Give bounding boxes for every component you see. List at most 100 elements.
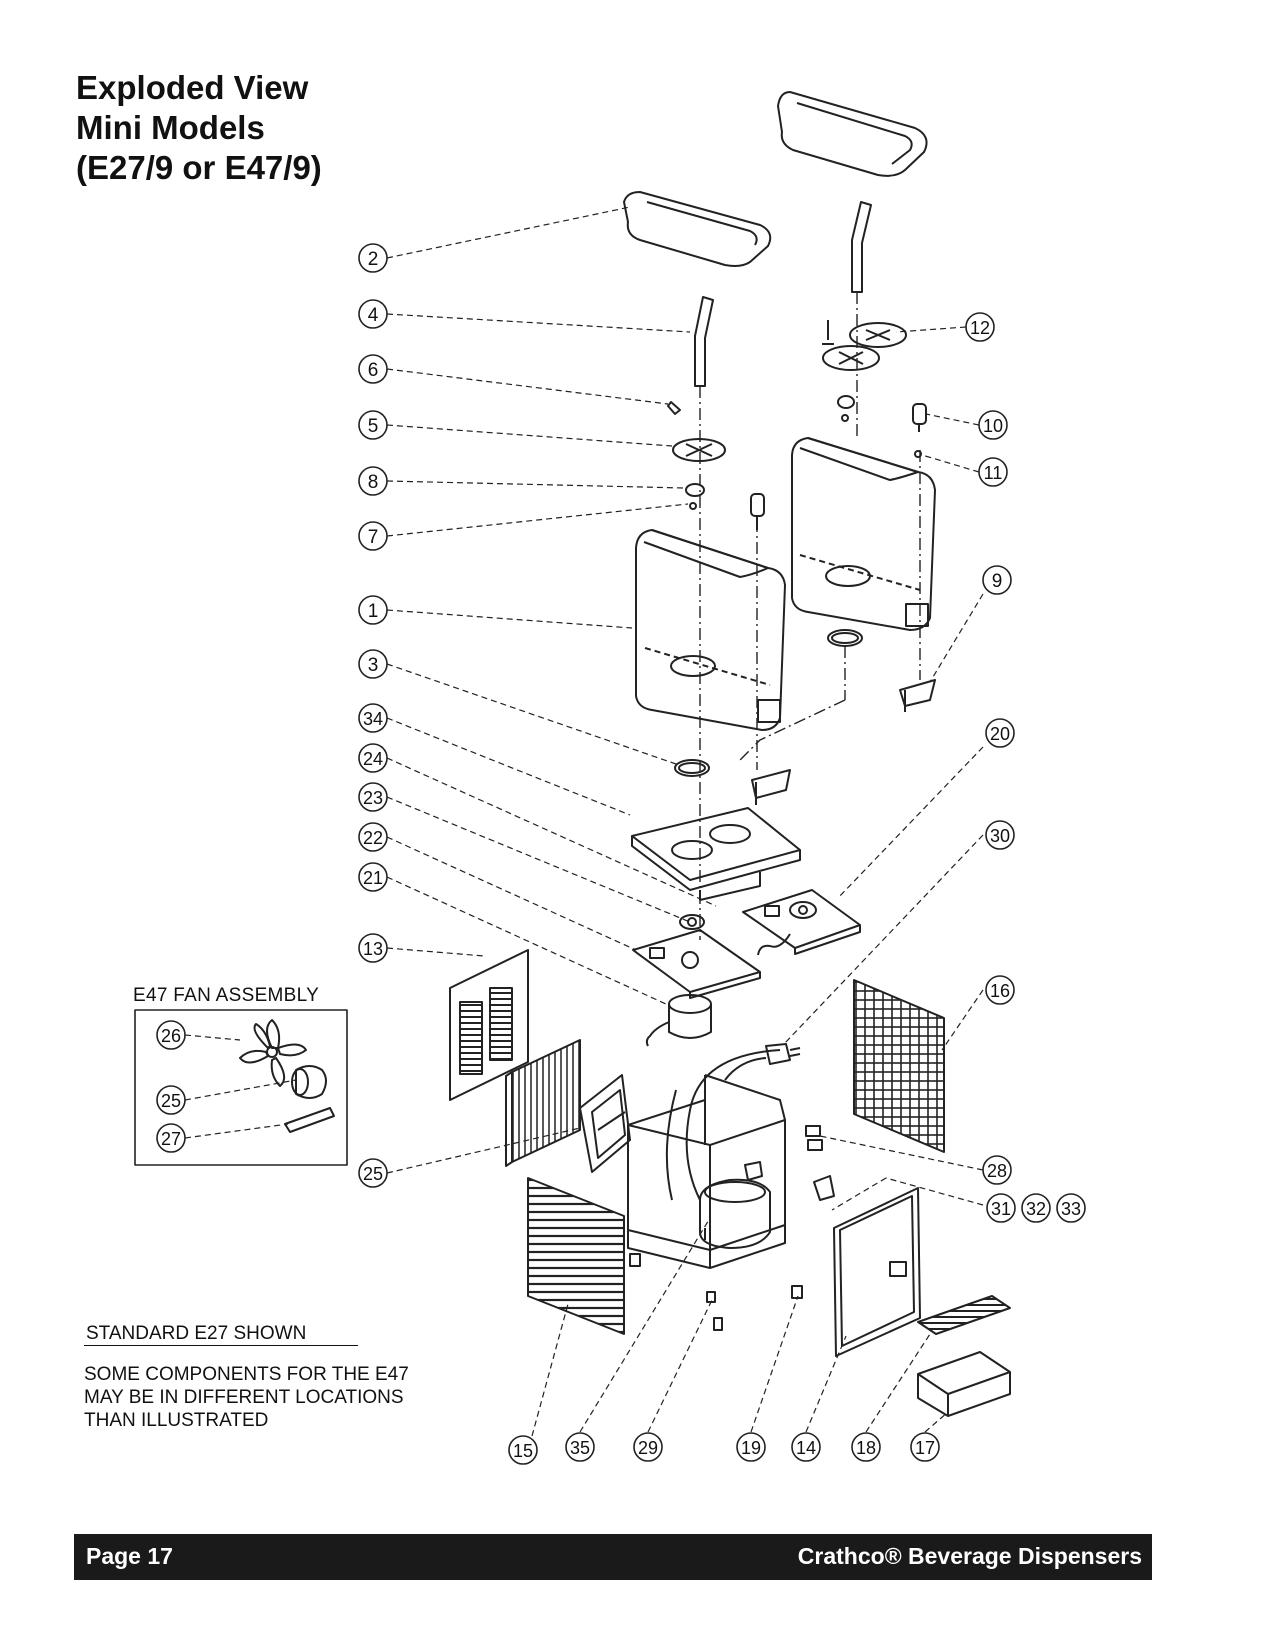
callout-14-text: 14 xyxy=(796,1438,816,1458)
standard-shown-underline xyxy=(84,1345,358,1346)
callout-11: 11 xyxy=(978,457,1008,487)
callout-29-text: 29 xyxy=(638,1438,658,1458)
callout-28: 28 xyxy=(982,1155,1012,1185)
condenser-coil xyxy=(505,1039,581,1167)
bowl-right xyxy=(791,437,936,631)
components-note-line-1: SOME COMPONENTS FOR THE E47 xyxy=(84,1364,409,1385)
callout-20-text: 20 xyxy=(990,724,1010,744)
callout-13-text: 13 xyxy=(363,939,383,959)
components-note-line-2: MAY BE IN DIFFERENT LOCATIONS xyxy=(84,1387,404,1408)
front-grille xyxy=(527,1177,625,1335)
motor-plate-right xyxy=(742,889,861,956)
callout-28-text: 28 xyxy=(987,1161,1007,1181)
lid-left xyxy=(623,191,772,267)
callout-21: 21 xyxy=(358,862,388,892)
bowl-base-plate xyxy=(631,807,801,901)
callout-6: 6 xyxy=(358,354,388,384)
fan-callout-26-text: 26 xyxy=(161,1026,181,1046)
callout-32: 32 xyxy=(1021,1193,1051,1223)
callout-3: 3 xyxy=(358,649,388,679)
callout-19-text: 19 xyxy=(741,1438,761,1458)
callout-34: 34 xyxy=(358,703,388,733)
callout-19: 19 xyxy=(736,1432,766,1462)
agitator-plates-right xyxy=(822,320,907,371)
leader-lines xyxy=(184,206,984,1437)
title-line-3: (E27/9 or E47/9) xyxy=(76,149,322,186)
fan-callout-26: 26 xyxy=(156,1020,186,1050)
callout-15-text: 15 xyxy=(513,1441,533,1461)
components-note-line-3: THAN ILLUSTRATED xyxy=(84,1410,269,1431)
fan-callout-27: 27 xyxy=(156,1123,186,1153)
bowl-left xyxy=(635,529,786,731)
callout-25: 25 xyxy=(358,1158,388,1188)
callout-10: 10 xyxy=(978,410,1008,440)
lid-right xyxy=(777,91,928,177)
callout-17-text: 17 xyxy=(915,1438,935,1458)
callout-3-text: 3 xyxy=(368,655,379,676)
callout-13: 13 xyxy=(358,933,388,963)
callout-4-text: 4 xyxy=(368,305,379,326)
callout-21-text: 21 xyxy=(363,868,383,888)
callout-16: 16 xyxy=(985,975,1015,1005)
callout-22: 22 xyxy=(358,822,388,852)
motor-plate-left xyxy=(632,914,761,999)
agitator-parts-left xyxy=(667,395,855,510)
callout-34-text: 34 xyxy=(363,709,383,729)
front-panel xyxy=(833,1187,921,1357)
callout-16-text: 16 xyxy=(990,981,1010,1001)
callout-35-text: 35 xyxy=(570,1438,590,1458)
callout-9: 9 xyxy=(982,565,1012,595)
callout-18-text: 18 xyxy=(856,1438,876,1458)
refrigerant-tubing xyxy=(665,1049,781,1201)
drip-guide xyxy=(899,679,936,712)
callout-10-text: 10 xyxy=(983,416,1003,436)
drip-guide-left xyxy=(751,769,791,805)
power-cord xyxy=(724,1043,801,1081)
callout-24-text: 24 xyxy=(363,749,383,769)
page-title: Exploded View Mini Models (E27/9 or E47/… xyxy=(76,68,322,188)
callout-5: 5 xyxy=(358,410,388,440)
fan-assembly-box xyxy=(134,1009,348,1166)
callout-layer: 2 4 6 5 8 7 1 3 34 24 23 22 21 13 25 12 … xyxy=(156,243,1086,1465)
fan-callout-27-text: 27 xyxy=(161,1129,181,1149)
footer-brand: Crathco® Beverage Dispensers xyxy=(797,1543,1142,1569)
page-footer: Page 17 Crathco® Beverage Dispensers xyxy=(74,1534,1152,1580)
callout-2: 2 xyxy=(358,243,388,273)
callout-11-text: 11 xyxy=(984,463,1003,483)
standard-shown-note: STANDARD E27 SHOWN xyxy=(86,1323,307,1344)
callout-32-text: 32 xyxy=(1026,1199,1046,1219)
title-line-1: Exploded View xyxy=(76,69,309,106)
fan-shroud xyxy=(579,1074,631,1173)
fan-assembly-label: E47 FAN ASSEMBLY xyxy=(133,985,320,1006)
compressor xyxy=(699,1161,771,1249)
callout-31: 31 xyxy=(986,1193,1016,1223)
callout-30: 30 xyxy=(985,820,1015,850)
stir-rod-right xyxy=(851,201,872,293)
fan-callout-25-text: 25 xyxy=(161,1091,181,1111)
callout-24: 24 xyxy=(358,743,388,773)
callout-33: 33 xyxy=(1056,1193,1086,1223)
callout-2-text: 2 xyxy=(368,249,379,270)
callout-7: 7 xyxy=(358,521,388,551)
drive-motor xyxy=(645,994,712,1047)
drip-tray-grate xyxy=(917,1295,1011,1335)
side-panel-louvered xyxy=(449,949,529,1101)
alignment-axes xyxy=(699,292,921,940)
callout-31-text: 31 xyxy=(991,1199,1011,1219)
callout-18: 18 xyxy=(851,1432,881,1462)
callout-35: 35 xyxy=(565,1432,595,1462)
callout-15: 15 xyxy=(508,1435,538,1465)
callout-23: 23 xyxy=(358,782,388,812)
callout-12-text: 12 xyxy=(970,318,990,338)
callout-30-text: 30 xyxy=(990,826,1010,846)
fan-callout-25: 25 xyxy=(156,1085,186,1115)
callout-8: 8 xyxy=(358,466,388,496)
bowl-gaskets xyxy=(674,629,863,777)
callout-9-text: 9 xyxy=(992,571,1003,592)
callout-6-text: 6 xyxy=(368,360,379,381)
callout-5-text: 5 xyxy=(368,416,379,437)
callout-7-text: 7 xyxy=(368,527,379,548)
callout-23-text: 23 xyxy=(363,788,383,808)
drip-tray xyxy=(917,1351,1011,1417)
